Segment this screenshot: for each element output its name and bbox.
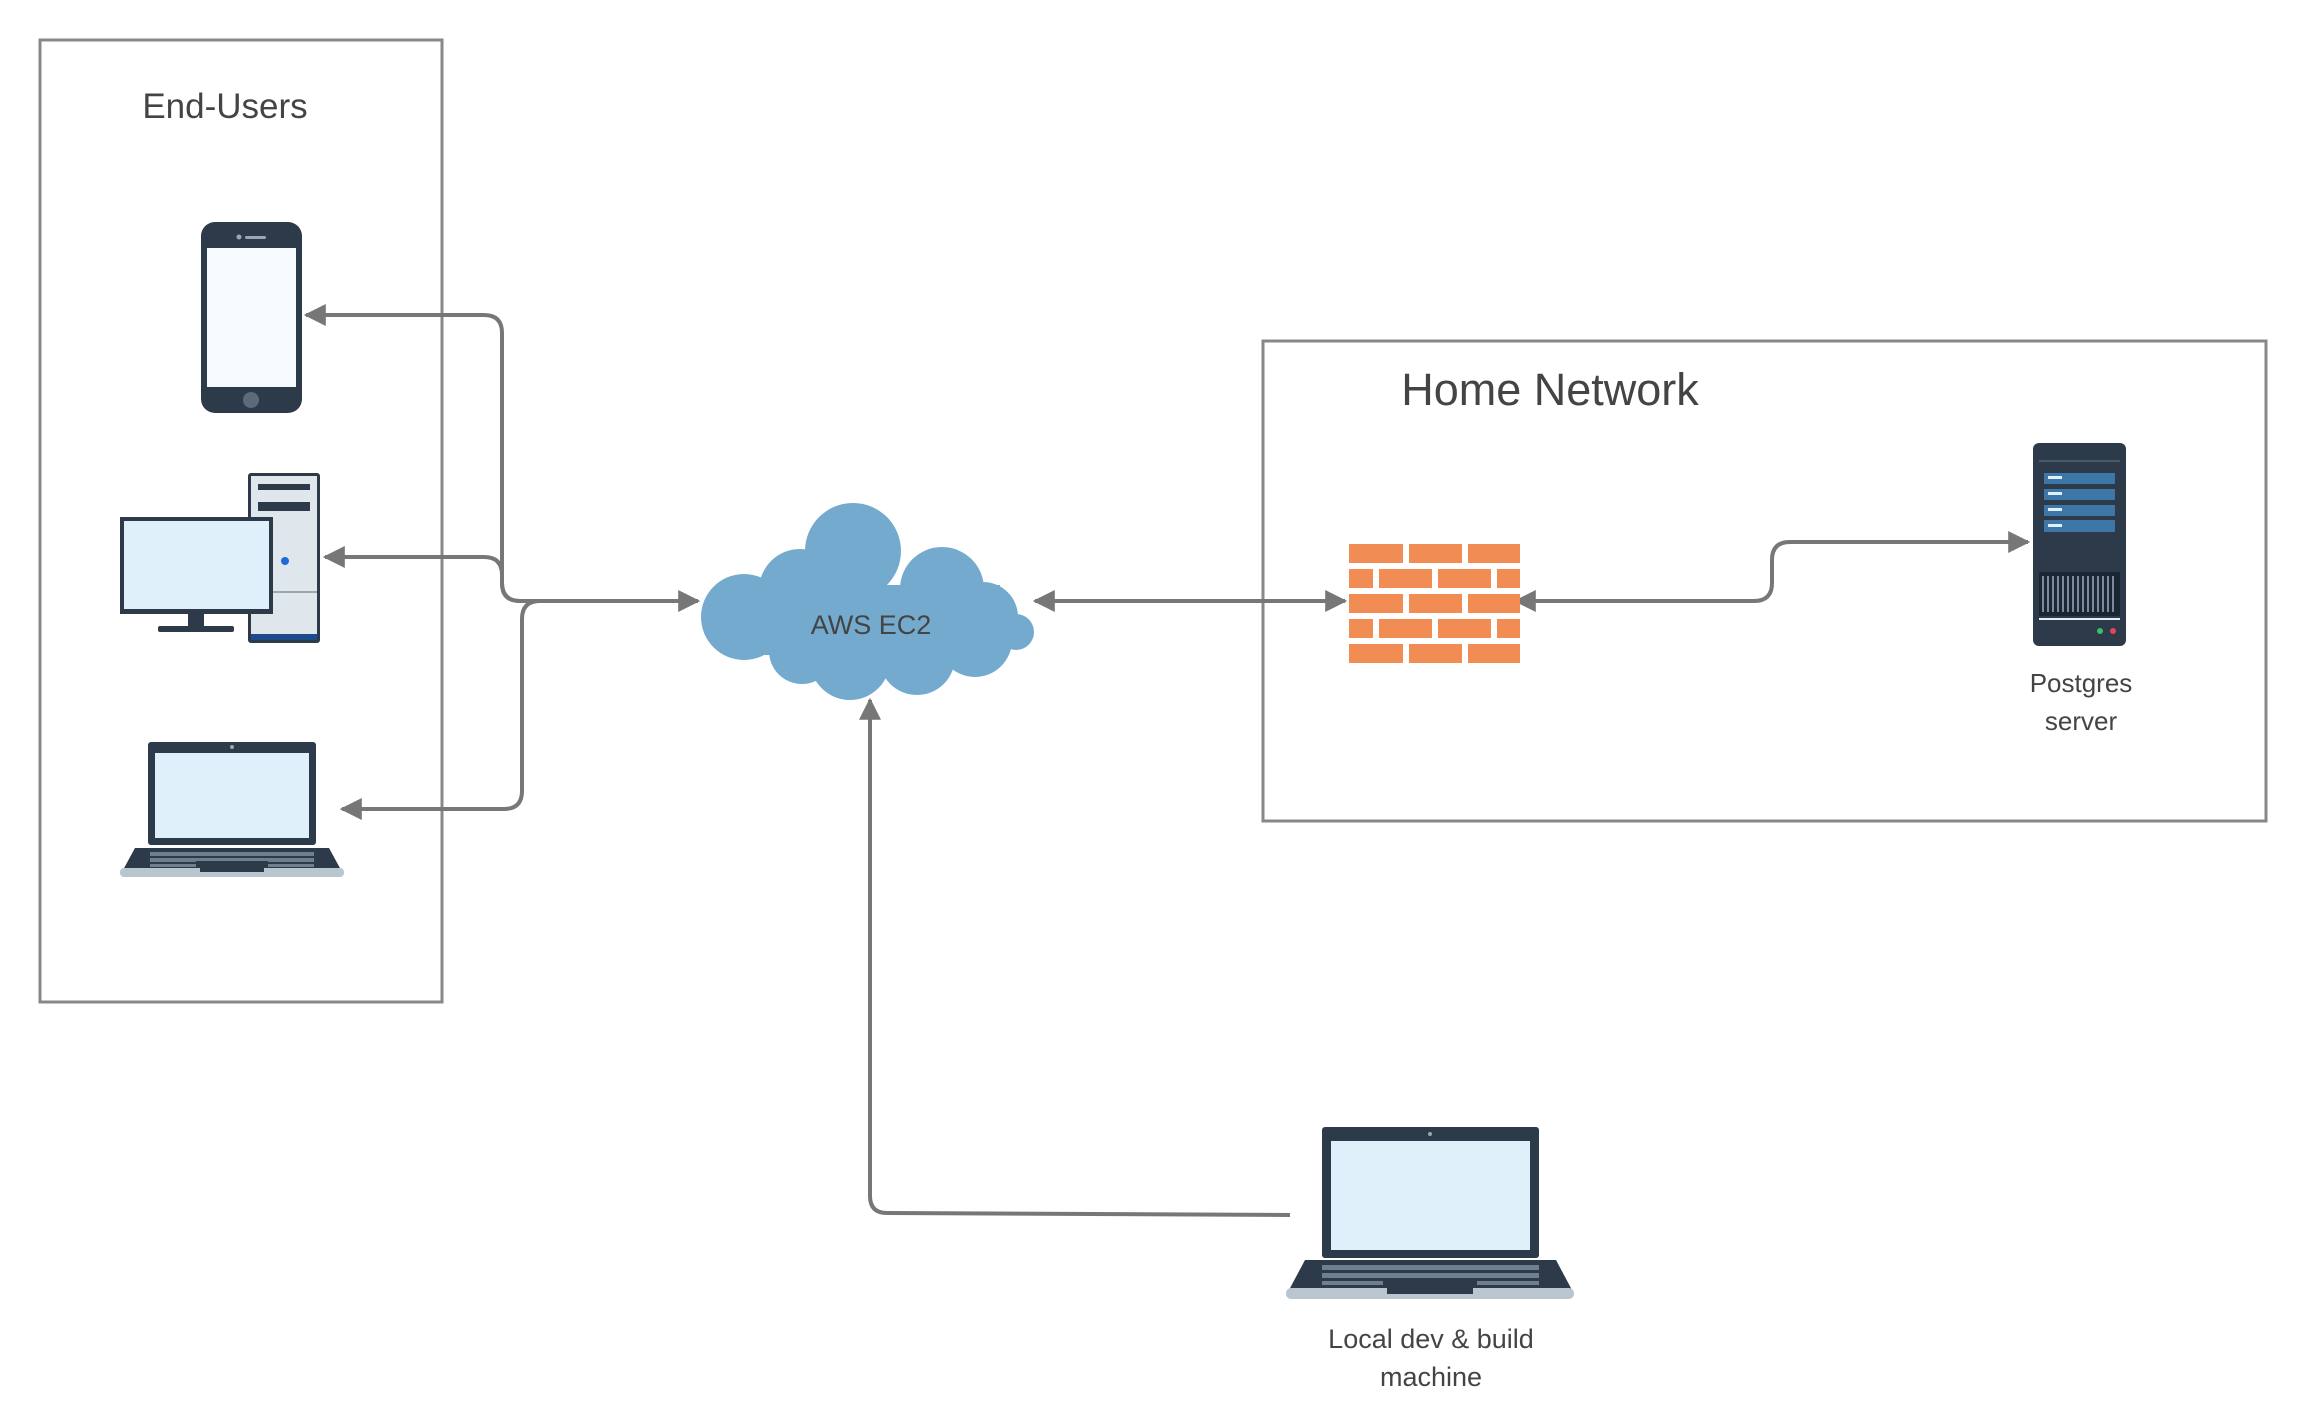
connector-laptop [339,599,698,820]
server-rack-icon [2033,443,2126,646]
dev-machine-label-line1: Local dev & build [1328,1324,1534,1354]
connector-firewall-postgres [1513,531,2031,612]
brick-firewall-icon [1349,544,1520,663]
connector-desktop [322,546,698,603]
end-users-title: End-Users [142,87,307,126]
home-network-group [1261,339,2268,823]
dev-laptop-icon [1286,1127,1574,1299]
smartphone-icon [201,222,302,413]
cloud-label: AWS EC2 [811,610,932,640]
home-network-title: Home Network [1401,364,1699,415]
connectors [303,304,2031,1217]
postgres-label-line2: server [2045,706,2118,736]
dev-machine-label-line2: machine [1380,1362,1482,1392]
desktop-computer-icon [120,473,320,643]
cloud-icon [701,503,1034,700]
laptop-icon [120,742,344,877]
connector-dev-cloud [859,697,1291,1217]
postgres-label-line1: Postgres [2030,668,2133,698]
